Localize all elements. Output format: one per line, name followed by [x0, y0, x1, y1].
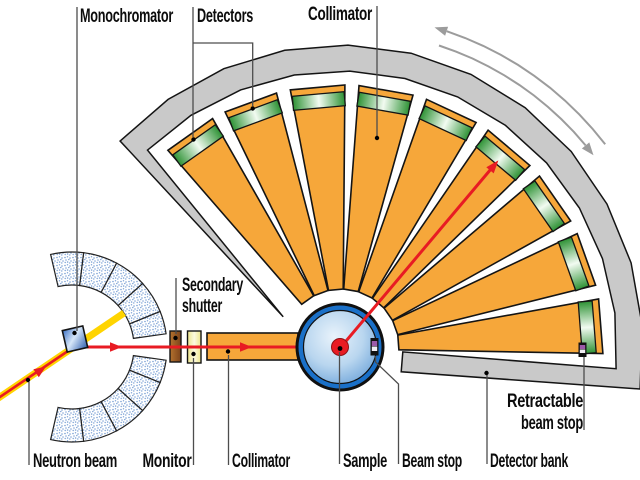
- rotation-arrowhead: [434, 26, 449, 36]
- label-collimator-bottom: Collimator: [232, 451, 291, 472]
- beam-arrowhead: [110, 342, 122, 352]
- label-secondary-shutter-2: shutter: [182, 296, 223, 317]
- label-monitor: Monitor: [143, 451, 193, 472]
- detector-bank-housing: [119, 44, 640, 390]
- leader-detectors-2: [193, 42, 254, 106]
- label-detector-bank: Detector bank: [490, 451, 569, 472]
- detector-tube: [557, 236, 590, 292]
- label-secondary-shutter-1: Secondary: [182, 275, 244, 296]
- label-retractable-1: Retractable: [507, 391, 583, 412]
- beam-stop: [370, 338, 379, 356]
- rotation-arrow-arc: [438, 44, 587, 147]
- beam-arrowhead: [240, 342, 252, 352]
- scattered-beam: [339, 160, 499, 348]
- label-neutron-beam: Neutron beam: [33, 451, 117, 472]
- monochromator-crystal: [61, 324, 89, 354]
- collimator-wedge: [383, 174, 572, 322]
- collimator-wedge: [166, 117, 315, 306]
- rotation-arrowhead: [581, 142, 594, 156]
- label-retractable-2: beam stop: [521, 413, 583, 434]
- label-sample: Sample: [343, 451, 387, 472]
- beam-arrowhead: [486, 160, 499, 174]
- collimator-wedge: [223, 92, 329, 297]
- leader-dots: [25, 106, 489, 383]
- detector-tube: [522, 179, 566, 233]
- detector-tube: [577, 300, 597, 355]
- shield-block: [49, 406, 85, 443]
- leader-lines: [28, 6, 585, 465]
- detector: [557, 236, 590, 292]
- retractable-beam-stop: [578, 342, 587, 357]
- collimator-wedge: [396, 298, 604, 355]
- sample-center: [331, 338, 349, 356]
- detector: [577, 300, 597, 355]
- label-detectors: Detectors: [197, 6, 253, 27]
- label-collimator-top: Collimator: [308, 4, 373, 25]
- collimator-wedge: [289, 84, 346, 292]
- detector-tube: [356, 91, 412, 116]
- collimator-wedge: [391, 232, 597, 336]
- leader-beam-stop: [374, 356, 400, 464]
- shield-block: [117, 369, 161, 412]
- rotation-arrow-arc: [446, 30, 606, 145]
- detector-tube: [418, 105, 473, 142]
- detector: [356, 91, 412, 116]
- shield-block: [49, 251, 85, 288]
- label-beam-stop: Beam stop: [402, 451, 462, 472]
- detector: [291, 91, 347, 111]
- shield-block: [78, 400, 118, 442]
- detector-tube: [291, 91, 347, 111]
- label-monochromator: Monochromator: [80, 6, 174, 27]
- neutron-beam: [0, 310, 126, 402]
- shield-block: [128, 354, 167, 384]
- detector: [522, 179, 566, 233]
- collimator-wedge: [357, 98, 478, 300]
- collimator-wedge: [342, 84, 415, 293]
- detector: [418, 105, 473, 142]
- beam-arrowhead: [33, 366, 46, 378]
